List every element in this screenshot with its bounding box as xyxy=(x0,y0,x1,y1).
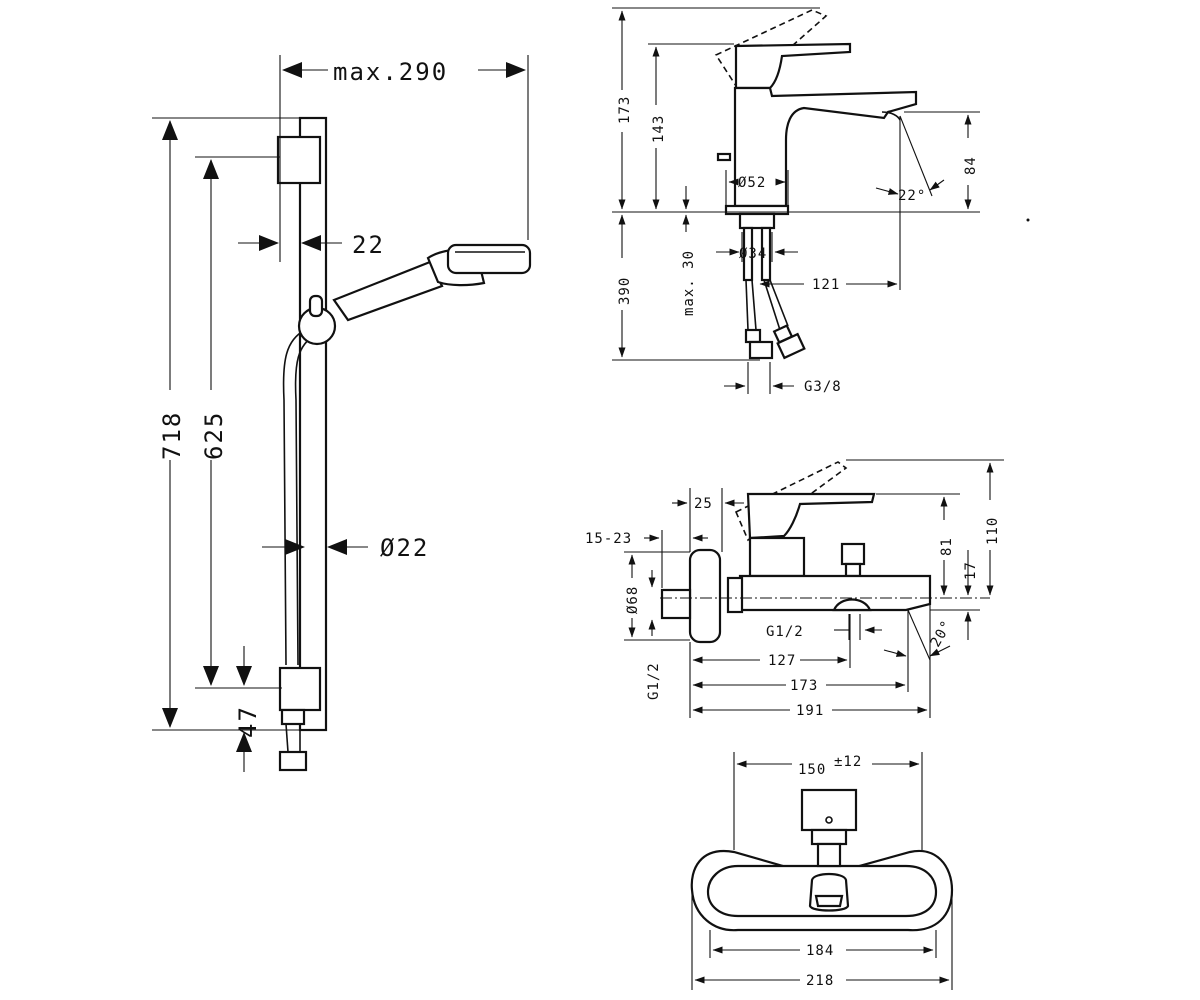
dim-angle-22: 22° xyxy=(898,188,926,204)
dim-121: 121 xyxy=(812,277,840,293)
dim-84: 84 xyxy=(963,156,979,175)
dim-angle-20: 20° xyxy=(928,617,956,650)
dim-17: 17 xyxy=(963,561,979,580)
bath-body xyxy=(738,574,932,612)
bath-mixer-front-drawing: 150 ±12 184 218 xyxy=(690,752,954,990)
bath-lever xyxy=(746,492,876,540)
dim-191: 191 xyxy=(796,703,824,719)
dim-25: 25 xyxy=(694,496,713,512)
dim-625: 625 xyxy=(200,411,228,460)
dim-150: 150 xyxy=(798,762,826,778)
bath-front-cartridge xyxy=(800,788,858,832)
hand-shower-head xyxy=(446,243,532,275)
dim-g1-2-outlet: G1/2 xyxy=(766,624,804,640)
shower-rail xyxy=(298,116,328,732)
top-bracket xyxy=(276,135,322,185)
dim-22: 22 xyxy=(352,231,385,259)
dim-218: 218 xyxy=(806,973,834,989)
dim-718: 718 xyxy=(158,411,186,460)
bath-cartridge xyxy=(748,536,806,578)
hand-shower-handle xyxy=(332,260,444,322)
basin-body xyxy=(733,86,918,208)
basin-mixer-drawing: 173 143 Ø52 84 22° 390 max. 30 xyxy=(612,7,980,395)
dim-81: 81 xyxy=(939,537,955,556)
dim-173-side: 173 xyxy=(790,678,818,694)
dim-173: 173 xyxy=(617,96,633,124)
dim-47: 47 xyxy=(234,705,262,738)
dim-diameter-22: Ø22 xyxy=(380,534,429,562)
bath-eccentric xyxy=(660,588,692,620)
dim-143: 143 xyxy=(651,115,667,143)
hose-nut-1 xyxy=(748,340,774,360)
bath-mixer-side-drawing: 25 15-23 Ø68 G1/2 G1/2 81 17 xyxy=(585,459,1004,719)
dim-max-290: max.290 xyxy=(333,58,448,86)
dim-g1-2-vertical: G1/2 xyxy=(646,662,662,700)
dim-diameter-68: Ø68 xyxy=(625,586,641,614)
dim-max-30: max. 30 xyxy=(681,250,697,316)
dim-diameter-52: Ø52 xyxy=(738,175,766,191)
bottom-bracket xyxy=(278,666,322,712)
dim-tolerance: ±12 xyxy=(834,754,862,770)
dim-g3-8: G3/8 xyxy=(804,379,842,395)
shower-set-drawing: max.290 718 625 22 Ø22 47 xyxy=(152,55,532,772)
dim-15-23: 15-23 xyxy=(585,531,632,547)
dim-390: 390 xyxy=(617,277,633,305)
basin-base xyxy=(724,204,790,216)
bath-wall-flange xyxy=(688,548,722,644)
basin-lever xyxy=(734,42,852,90)
bath-diverter xyxy=(840,542,866,566)
dim-diameter-34: Ø34 xyxy=(739,246,767,262)
dim-127: 127 xyxy=(768,653,796,669)
hose-nut-2 xyxy=(776,332,806,360)
dim-184: 184 xyxy=(806,943,834,959)
hose-connector xyxy=(278,750,308,772)
dim-110: 110 xyxy=(985,517,1001,545)
